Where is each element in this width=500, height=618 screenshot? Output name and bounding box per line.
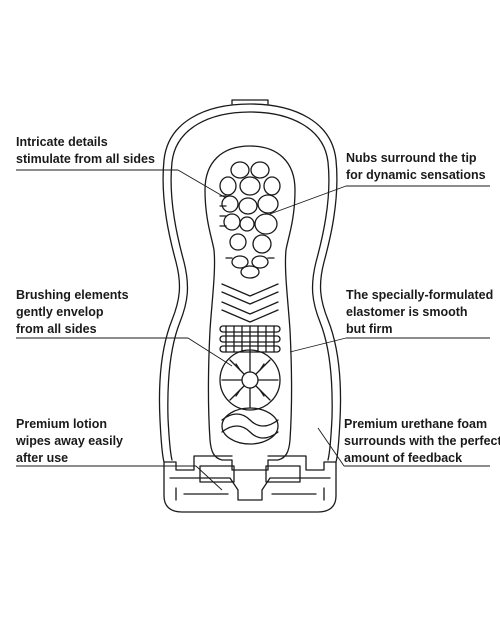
base-cup bbox=[163, 455, 337, 501]
callout-intricate-details: Intricate details stimulate from all sid… bbox=[16, 134, 155, 168]
callout-line: Premium lotion bbox=[16, 417, 107, 431]
bead-column bbox=[225, 255, 275, 279]
callout-line: stimulate from all sides bbox=[16, 152, 155, 166]
callout-line: Nubs surround the tip bbox=[346, 151, 477, 165]
callout-line: after use bbox=[16, 451, 69, 465]
callout-line: Brushing elements bbox=[16, 288, 129, 302]
tip-nubs bbox=[219, 161, 281, 254]
callout-brushing-elements: Brushing elements gently envelop from al… bbox=[16, 287, 129, 338]
inner-sleeve-outline bbox=[204, 145, 296, 471]
chevron-ridges bbox=[221, 283, 279, 323]
callout-line: Premium urethane foam bbox=[344, 417, 488, 431]
brush-rows bbox=[219, 325, 281, 353]
outer-case-outline bbox=[158, 103, 342, 513]
inner-case-outline bbox=[167, 111, 251, 461]
wave-section bbox=[221, 407, 279, 445]
callout-line: from all sides bbox=[16, 322, 97, 336]
callout-nubs: Nubs surround the tip for dynamic sensat… bbox=[346, 150, 486, 184]
callout-line: surrounds with the perfect bbox=[344, 434, 500, 448]
callout-urethane-foam: Premium urethane foam surrounds with the… bbox=[344, 416, 500, 467]
callout-line: The specially-formulated bbox=[346, 288, 494, 302]
leader-lines bbox=[16, 169, 490, 491]
callout-line: but firm bbox=[346, 322, 393, 336]
callout-elastomer: The specially-formulated elastomer is sm… bbox=[346, 287, 493, 338]
callout-line: amount of feedback bbox=[344, 451, 463, 465]
callout-line: elastomer is smooth bbox=[346, 305, 468, 319]
callout-line: Intricate details bbox=[16, 135, 108, 149]
callout-line: wipes away easily bbox=[16, 434, 124, 448]
callout-premium-lotion: Premium lotion wipes away easily after u… bbox=[16, 416, 123, 467]
callout-line: gently envelop bbox=[16, 305, 104, 319]
brush-sphere bbox=[219, 349, 281, 411]
callout-line: for dynamic sensations bbox=[346, 168, 486, 182]
